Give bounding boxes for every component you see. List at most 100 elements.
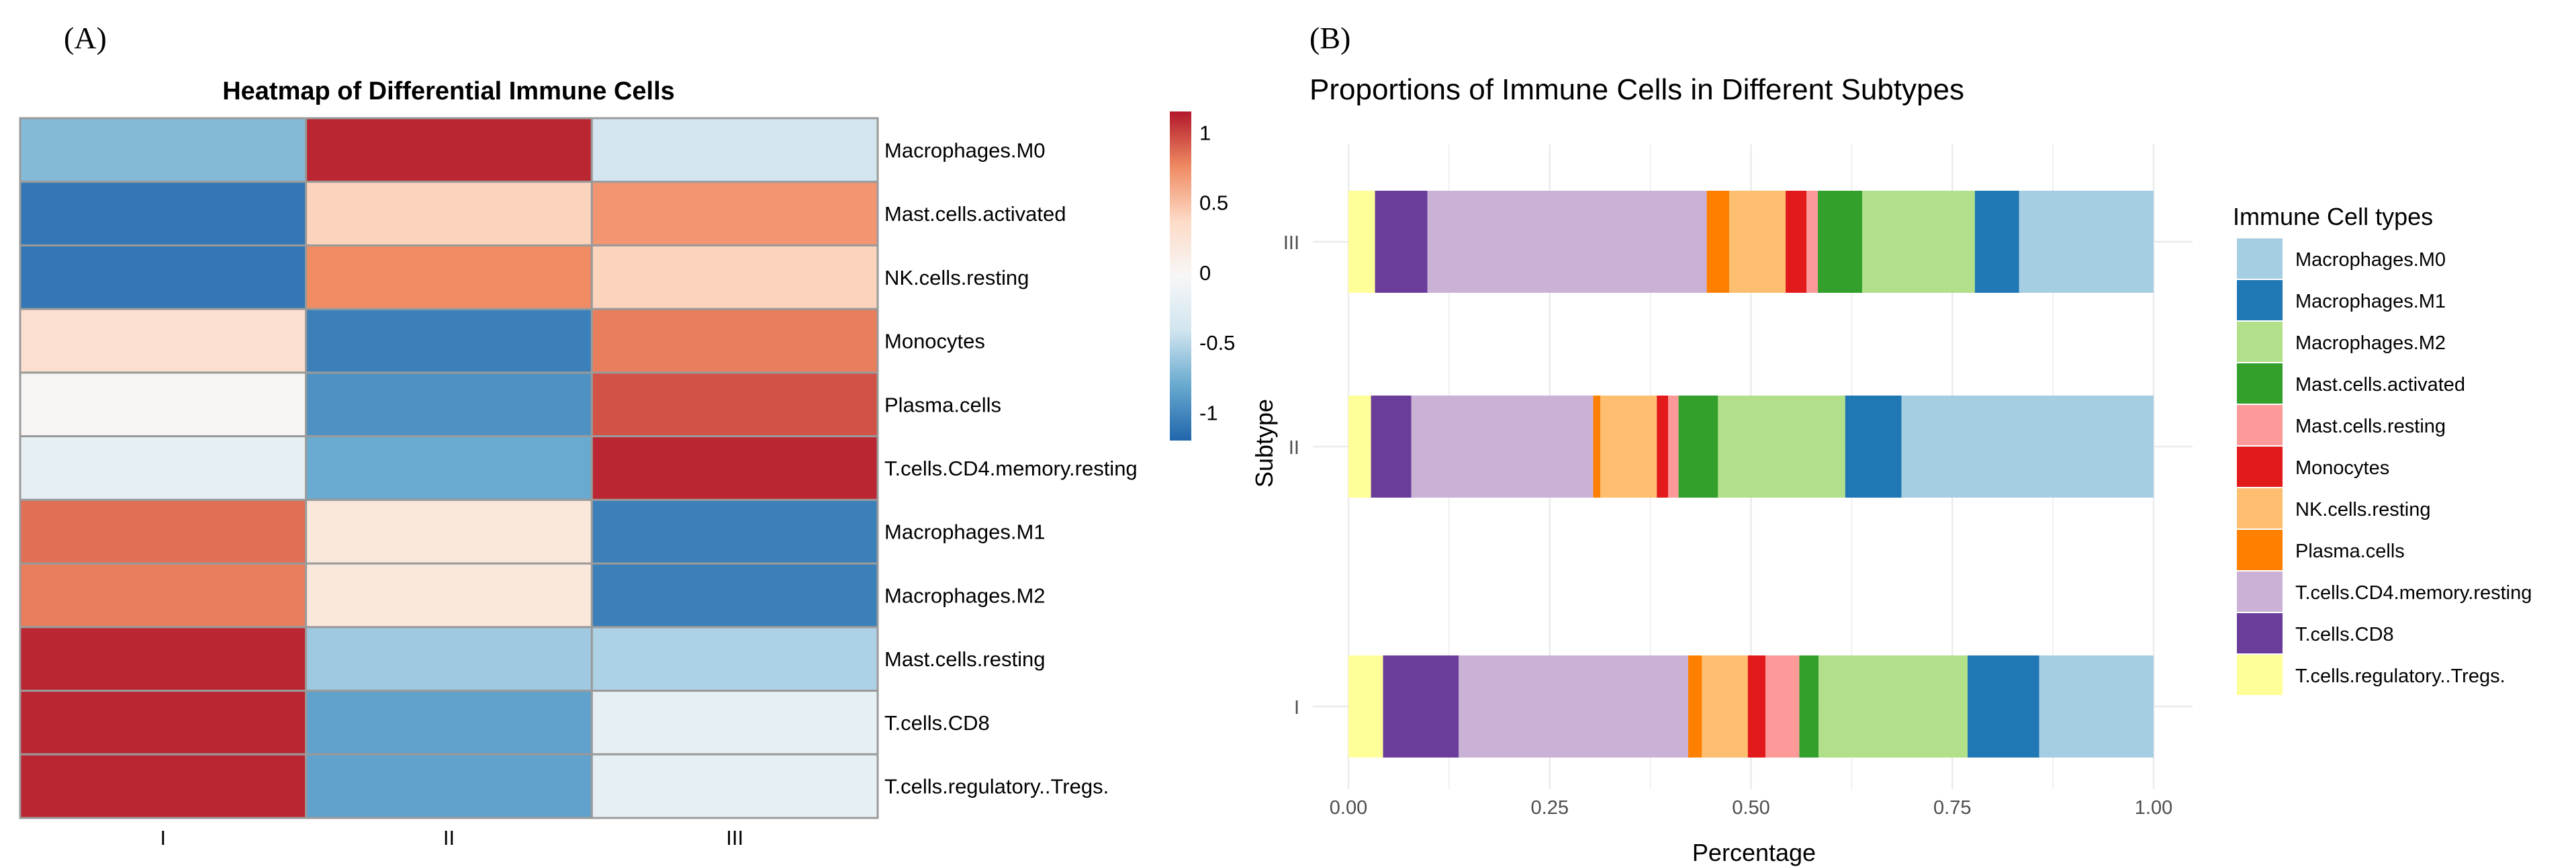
bar-segment — [1678, 396, 1718, 498]
heatmap-cell — [590, 562, 879, 629]
bar-segment — [1600, 396, 1657, 498]
heatmap-cell — [305, 181, 593, 246]
heatmap-cell — [305, 435, 593, 501]
legend-key — [2237, 655, 2283, 695]
bar-segment — [1974, 191, 2019, 293]
heatmap-row-label: Macrophages.M0 — [884, 138, 1046, 162]
heatmap-row-label: Macrophages.M1 — [884, 520, 1046, 544]
legend-label: Plasma.cells — [2295, 541, 2405, 562]
bar-segment — [1593, 396, 1601, 498]
heatmap-row-label: Mast.cells.activated — [884, 202, 1066, 226]
legend-label: Monocytes — [2295, 457, 2389, 479]
legend-label: Macrophages.M0 — [2295, 249, 2446, 271]
colorbar — [1170, 111, 1191, 441]
legend-key — [2237, 238, 2283, 279]
legend-key — [2237, 488, 2283, 529]
heatmap-cell — [590, 371, 879, 438]
heatmap-cell — [305, 498, 593, 565]
heatmap-cell — [590, 690, 879, 756]
y-axis-label: Subtype — [1250, 399, 1278, 488]
bar-segment — [1819, 655, 1968, 758]
x-axis-label: Percentage — [1692, 839, 1816, 866]
bar-segment — [1348, 396, 1371, 498]
legend-label: NK.cells.resting — [2295, 499, 2430, 520]
legend-title: Immune Cell types — [2233, 203, 2433, 230]
bar-segment — [1861, 191, 1975, 293]
heatmap-column-label: III — [726, 826, 743, 850]
heatmap-row-label: T.cells.CD4.memory.resting — [884, 457, 1138, 480]
bar-segment — [1375, 191, 1428, 293]
bar-segment — [1747, 655, 1766, 758]
x-tick-label: 0.25 — [1531, 797, 1569, 819]
bar-segment — [1657, 396, 1669, 498]
heatmap-cell — [19, 626, 308, 692]
heatmap-column-label: I — [160, 826, 167, 850]
heatmap-cell — [590, 244, 879, 310]
heatmap-cell — [305, 753, 593, 819]
legend-label: Macrophages.M1 — [2295, 291, 2446, 312]
legend-key — [2237, 322, 2283, 362]
bar-segment — [1688, 655, 1702, 758]
heatmap-title: Heatmap of Differential Immune Cells — [222, 77, 675, 105]
panel-a-label: (A) — [64, 21, 107, 55]
y-tick-label: II — [1289, 437, 1299, 459]
heatmap-row-label: Mast.cells.resting — [884, 647, 1045, 671]
bar-chart-title: Proportions of Immune Cells in Different… — [1309, 73, 1964, 106]
bar-segment — [1348, 191, 1375, 293]
legend-key — [2237, 405, 2283, 445]
x-tick-label: 0.75 — [1933, 797, 1971, 819]
heatmap-cell — [19, 690, 308, 756]
bar-segment — [1818, 191, 1862, 293]
heatmap-cell — [305, 562, 593, 629]
y-tick-label: III — [1283, 232, 1299, 254]
legend-key — [2237, 572, 2283, 612]
heatmap-row-label: NK.cells.resting — [884, 266, 1029, 289]
colorbar-tick-label: -1 — [1199, 401, 1218, 424]
heatmap-cell — [305, 308, 593, 374]
heatmap-column-label: II — [443, 826, 455, 850]
legend-label: Mast.cells.activated — [2295, 374, 2465, 396]
heatmap-cell — [590, 626, 879, 692]
heatmap-cell — [305, 626, 593, 692]
heatmap-row-label: Monocytes — [884, 330, 985, 353]
heatmap-cell — [305, 117, 593, 183]
bar-segment — [1901, 396, 2154, 498]
legend-key — [2237, 530, 2283, 570]
heatmap-cell — [19, 498, 308, 565]
heatmap: Macrophages.M0Mast.cells.activatedNK.cel… — [19, 117, 1138, 850]
legend-key — [2237, 613, 2283, 653]
heatmap-cell — [305, 371, 593, 438]
bar-segment — [1702, 655, 1748, 758]
heatmap-cell — [19, 244, 308, 310]
heatmap-cell — [19, 181, 308, 246]
colorbar-tick-label: 1 — [1199, 121, 1211, 144]
bar-segment — [1729, 191, 1786, 293]
bar-segment — [1765, 655, 1800, 758]
legend-label: Macrophages.M2 — [2295, 332, 2446, 354]
bar-segment — [2039, 655, 2154, 758]
heatmap-row-label: T.cells.regulatory..Tregs. — [884, 775, 1109, 798]
panel-b-label: (B) — [1309, 21, 1350, 55]
colorbar-tick-label: 0.5 — [1199, 191, 1228, 215]
heatmap-cell — [305, 244, 593, 310]
bar-segment — [1786, 191, 1807, 293]
bar-segment — [2019, 191, 2154, 293]
legend-key — [2237, 447, 2283, 487]
heatmap-cell — [590, 308, 879, 374]
bar-segment — [1706, 191, 1730, 293]
heatmap-cell — [19, 753, 308, 819]
bar-segment — [1968, 655, 2039, 758]
heatmap-row-label: T.cells.CD8 — [884, 711, 990, 735]
bar-segment — [1845, 396, 1902, 498]
bar-segment — [1718, 396, 1845, 498]
legend-label: Mast.cells.resting — [2295, 416, 2446, 437]
heatmap-cell — [19, 435, 308, 501]
heatmap-cell — [305, 690, 593, 756]
colorbar-tick-label: 0 — [1199, 261, 1211, 285]
legend-label: T.cells.regulatory..Tregs. — [2295, 666, 2505, 687]
y-tick-label: I — [1294, 697, 1299, 719]
heatmap-cell — [590, 753, 879, 819]
